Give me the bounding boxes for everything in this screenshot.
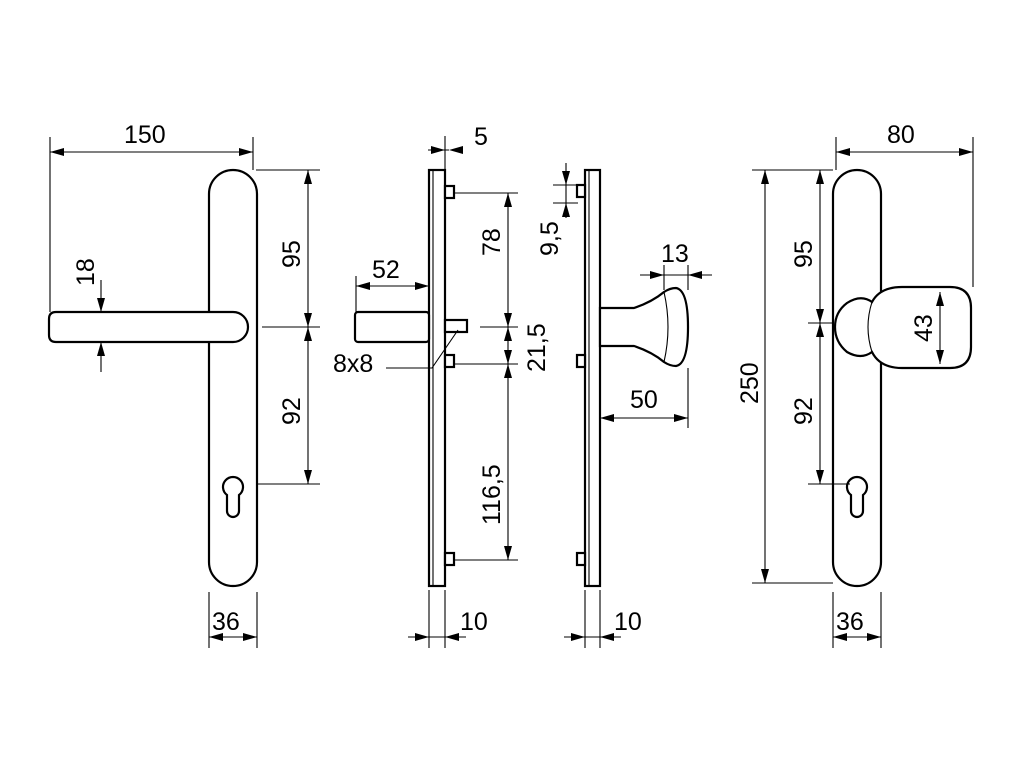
lever-front-view: 150 18 95 92 36 (47, 121, 320, 648)
knob-lug-bottom (575, 551, 587, 567)
spindle-8x8 (443, 318, 469, 334)
dim-label-36-left: 36 (212, 608, 240, 636)
dim-label-5: 5 (474, 123, 488, 151)
dim-width-150: 150 (49, 121, 254, 312)
lever-stub (353, 310, 431, 344)
knob-side-view: 9,5 13 50 10 (536, 163, 712, 648)
dim-width-80: 80 (835, 121, 974, 287)
dim-label-52: 52 (372, 256, 400, 284)
dim-plate-width-36-right: 36 (832, 592, 882, 648)
lever-handle (47, 310, 250, 344)
dim-label-50: 50 (630, 386, 658, 414)
keyhole-cutout-right (845, 475, 869, 519)
dim-label-92-right: 92 (790, 397, 818, 425)
knob-backplate (831, 168, 883, 588)
knob-lug-middle (575, 353, 587, 369)
dim-label-43: 43 (910, 314, 938, 342)
dim-label-92: 92 (278, 397, 306, 425)
dim-label-13: 13 (661, 240, 689, 268)
dim-depth-10-left: 10 (408, 590, 488, 648)
dim-length-52: 52 (355, 256, 429, 312)
dim-label-250: 250 (736, 362, 764, 404)
dim-label-9-5: 9,5 (536, 221, 564, 256)
dim-diameter-43: 43 (910, 292, 944, 364)
dim-label-95: 95 (278, 240, 306, 268)
dim-head-13: 13 (640, 240, 712, 290)
fixing-lug-top (443, 184, 456, 200)
dim-label-36-right: 36 (836, 608, 864, 636)
dim-spindle-8x8: 8x8 (333, 329, 459, 378)
knob-profile (598, 286, 690, 368)
dim-offset-5: 5 (428, 123, 488, 170)
knob-neck-seam (867, 301, 873, 353)
dim-label-116-5: 116,5 (478, 464, 506, 525)
dim-label-21-5: 21,5 (523, 323, 551, 372)
fixing-lug-middle (443, 353, 456, 369)
side-backplate (427, 168, 447, 588)
dim-label-18: 18 (72, 258, 100, 286)
knob-side-backplate (583, 168, 602, 588)
dim-label-78: 78 (478, 228, 506, 256)
knob-head-seam (663, 291, 669, 363)
lever-side-view: 5 52 8x8 78 21,5 116,5 (333, 123, 551, 648)
dim-label-10-right: 10 (614, 608, 642, 636)
dim-label-10-left: 10 (460, 608, 488, 636)
dim-depth-10-right: 10 (564, 590, 642, 648)
knob-front (833, 285, 973, 370)
dim-heights-95-92: 95 92 (256, 169, 320, 485)
knob-front-view: 80 250 95 92 43 (736, 121, 974, 648)
dim-thickness-18: 18 (72, 258, 105, 372)
dim-heights-95-92-right: 95 92 (790, 170, 850, 485)
dim-label-150: 150 (124, 121, 166, 149)
keyhole-cutout (221, 475, 245, 519)
fixing-lug-bottom (443, 551, 456, 567)
knob-lug-top (575, 183, 587, 199)
dim-height-250: 250 (736, 169, 833, 584)
dim-label-95-right: 95 (790, 240, 818, 268)
dim-projection-50: 50 (600, 368, 689, 428)
dim-label-80: 80 (887, 121, 915, 149)
lever-backplate (207, 168, 259, 588)
dim-plate-width-36: 36 (208, 592, 258, 648)
dim-label-8x8: 8x8 (333, 350, 373, 378)
dim-offset-9-5: 9,5 (536, 163, 578, 256)
dim-vertical-chain: 78 21,5 116,5 (455, 192, 551, 561)
